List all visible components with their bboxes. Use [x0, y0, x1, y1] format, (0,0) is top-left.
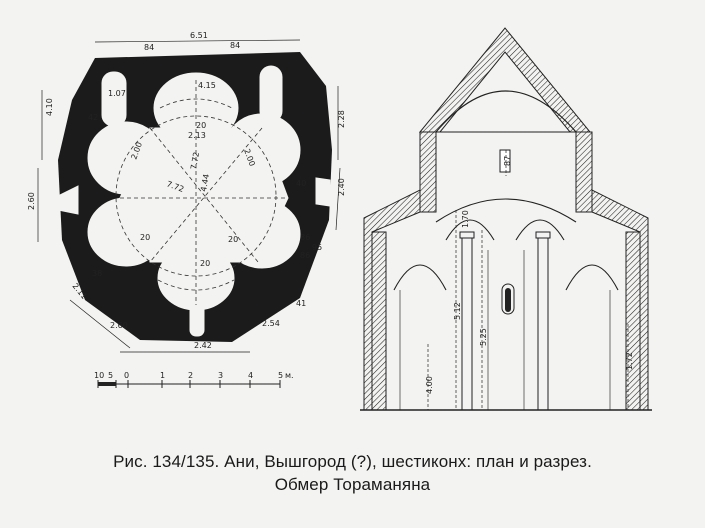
scale-tick-1: 5 — [108, 371, 113, 380]
plan-dim-wall-5: 41 — [296, 299, 306, 308]
figure-caption-credit: Обмер Тораманяна — [274, 475, 431, 494]
scale-tick-7: 5 — [278, 371, 283, 380]
plan-dim-pier-2: 20 — [228, 235, 238, 244]
plan-niche-w — [57, 185, 79, 215]
plan-dim-conch-width: 2.13 — [188, 131, 206, 140]
scale-tick-3: 1 — [160, 371, 165, 380]
section-roof — [418, 27, 592, 133]
section-dim-4: 4.00 — [425, 376, 434, 394]
scale-tick-4: 2 — [188, 371, 193, 380]
plan-dim-wall-3: 95 — [312, 243, 322, 252]
plan-conch-southwest — [87, 197, 165, 267]
plan-dim-niche-right: 84 — [230, 41, 240, 50]
section-left-wall — [371, 231, 387, 411]
plan-dim-s-left: 2.60 — [110, 321, 128, 330]
plan-dim-width: 6.51 — [190, 31, 208, 40]
plan-dim-diag-3: 4.44 — [199, 173, 211, 192]
plan-dim-conch-n: 4.15 — [198, 81, 216, 90]
plan-dim-wall-6: 42 — [88, 113, 98, 122]
plan-dim-pier-3: 20 — [140, 233, 150, 242]
plan-dim-diag-1: 7.72 — [189, 151, 201, 170]
scale-tick-0: 10 — [94, 371, 104, 380]
plan-dim-niche-depth: 1.07 — [108, 89, 126, 98]
plan-dim-wall-7: 38 — [92, 269, 102, 278]
plan-conch-northeast — [223, 113, 301, 187]
section-dim-6: 87 — [503, 156, 512, 166]
section-columns — [459, 231, 551, 411]
plan-niche-nw — [101, 71, 127, 127]
plan-dim-pier-4: 20 — [200, 259, 210, 268]
plan-dim-left-upper: 4.10 — [45, 98, 54, 116]
cross-section: 5.12 5.25 1.70 4.00 1.72 87 — [360, 27, 652, 411]
plan-conch-southeast — [223, 199, 301, 269]
plan-dim-wall-1: 86 — [300, 233, 310, 242]
plan-niche-ne — [259, 65, 283, 123]
section-drum-left-wall — [419, 131, 437, 213]
scale-tick-5: 3 — [218, 371, 223, 380]
section-drum-window — [499, 149, 511, 173]
scale-bar: 10 5 0 1 2 3 4 5 м. — [94, 371, 294, 388]
section-dim-5: 1.72 — [625, 352, 634, 370]
plan-dim-niche-left: 84 — [144, 43, 154, 52]
scale-unit: м. — [285, 371, 294, 380]
plan-dim-pier-1: 20 — [196, 121, 206, 130]
plan-dim-right-lower: 2.40 — [337, 178, 346, 196]
section-drum-right-wall — [575, 131, 593, 213]
scale-tick-6: 4 — [248, 371, 253, 380]
plan-dim-wall-2: 86 — [300, 251, 310, 260]
floor-plan: 6.51 84 84 4.10 1.07 4.15 2.28 2.13 7.72… — [27, 31, 346, 353]
plan-niche-s — [189, 299, 205, 337]
plan-dim-left-lower: 2.60 — [27, 192, 36, 210]
plan-dim-right-upper: 2.28 — [337, 110, 346, 128]
plan-dim-wall-4: 40 — [296, 179, 306, 188]
section-dim-3: 1.70 — [461, 210, 470, 228]
figure-caption: Рис. 134/135. Ани, Вышгород (?), шестико… — [113, 452, 592, 471]
section-dim-1: 5.12 — [453, 302, 462, 320]
plan-dim-bottom: 2.42 — [194, 341, 212, 350]
section-dim-2: 5.25 — [479, 328, 488, 346]
plan-dim-s-right: 2.54 — [262, 319, 280, 328]
section-dome — [435, 90, 577, 133]
plan-niche-e — [315, 177, 331, 207]
scale-tick-2: 0 — [124, 371, 129, 380]
section-right-wall — [625, 231, 641, 411]
